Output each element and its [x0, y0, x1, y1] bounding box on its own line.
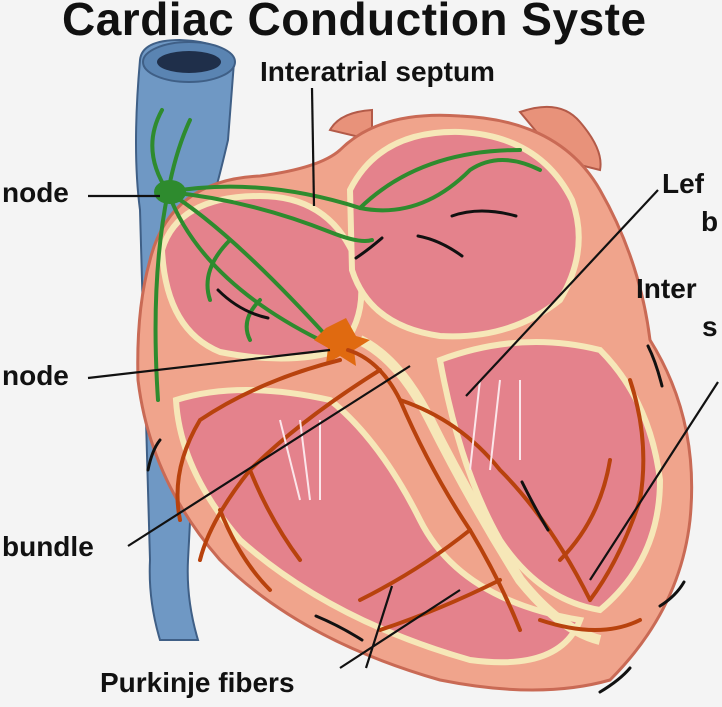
- label-interventricular-line1: Inter: [636, 273, 697, 304]
- purkinje-network: [175, 348, 646, 632]
- interventricular-septum: [357, 335, 602, 645]
- label-av-node: node: [2, 360, 69, 391]
- label-interatrial-septum: Interatrial septum: [260, 56, 495, 87]
- label-bundle: bundle: [2, 531, 94, 562]
- flow-arrows: [146, 209, 686, 694]
- label-purkinje-fibers: Purkinje fibers: [100, 667, 295, 698]
- left-atrium: [346, 128, 582, 340]
- right-ventricle: [172, 387, 585, 666]
- label-left-bundle-line1: Lef: [662, 168, 704, 199]
- sa-node: [154, 180, 186, 204]
- leader-lines: [87, 87, 719, 669]
- diagram-title: Cardiac Conduction Syste: [62, 0, 647, 45]
- label-interventricular-line2: s: [702, 311, 718, 342]
- av-node: [314, 318, 370, 366]
- label-left-bundle-line2: b: [701, 206, 719, 237]
- left-ventricle: [436, 339, 664, 614]
- chordae-tendineae: [279, 379, 521, 501]
- label-sa-node: node: [2, 177, 69, 208]
